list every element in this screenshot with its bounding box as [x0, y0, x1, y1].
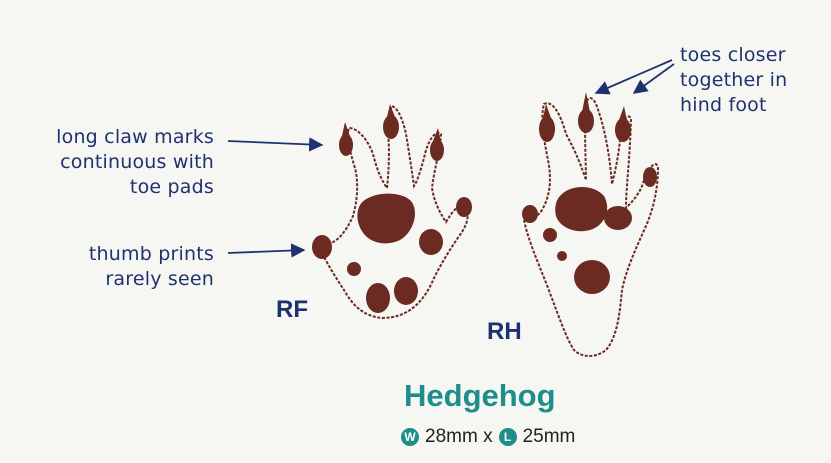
thumb-annotation-line-1: thumb prints	[28, 242, 214, 267]
hind-heel-pad	[574, 260, 610, 294]
front-pad-small	[347, 262, 361, 276]
hind-toe-1	[539, 116, 555, 142]
hind-claw-2	[582, 92, 590, 112]
claw-annotation-line-2: continuous with	[28, 150, 214, 175]
thumb-arrow	[228, 250, 304, 253]
length-value: 25mm	[523, 426, 576, 448]
claw-annotation: long claw marks continuous with toe pads	[28, 125, 214, 200]
hind-pad-small	[557, 251, 567, 261]
toes-annotation-line-3: hind foot	[680, 93, 787, 118]
hind-pad-right	[604, 206, 632, 230]
thumb-annotation-line-2: rarely seen	[28, 267, 214, 292]
toes-annotation-line-2: together in	[680, 68, 787, 93]
hind-toe-4	[643, 167, 657, 187]
front-pad-right	[419, 229, 443, 255]
front-foot-print	[312, 104, 472, 318]
front-thumb	[312, 235, 332, 259]
toes-annotation: toes closer together in hind foot	[680, 43, 787, 118]
track-dimensions: W 28mm x L 25mm	[401, 426, 575, 448]
front-main-pad	[357, 194, 415, 244]
front-toe-1	[339, 134, 353, 156]
width-badge-icon: W	[401, 428, 419, 446]
species-title: Hedgehog	[404, 378, 556, 414]
front-foot-label: RF	[276, 296, 308, 324]
hind-toe-2	[578, 109, 594, 133]
hind-toe-3	[615, 118, 631, 142]
toes-arrow-1	[596, 60, 672, 93]
front-heel-pad-2	[394, 277, 418, 305]
hind-pad-left	[543, 228, 557, 242]
claw-arrow	[228, 141, 322, 145]
hind-foot-label: RH	[487, 318, 522, 346]
claw-annotation-line-3: toe pads	[28, 175, 214, 200]
hind-main-pad	[555, 187, 607, 231]
claw-annotation-line-1: long claw marks	[28, 125, 214, 150]
front-toe-4	[456, 197, 472, 217]
front-heel-pad-1	[366, 283, 390, 313]
front-toe-3	[430, 139, 444, 161]
hind-claw-3	[619, 106, 627, 121]
front-claw-1	[342, 122, 350, 136]
length-badge-icon: L	[499, 428, 517, 446]
hind-toe-5	[522, 205, 538, 223]
thumb-annotation: thumb prints rarely seen	[28, 242, 214, 292]
width-value: 28mm x	[425, 426, 493, 448]
hind-claw-1	[543, 104, 551, 118]
front-toe-2	[383, 115, 399, 139]
toes-annotation-line-1: toes closer	[680, 43, 787, 68]
hind-foot-print	[522, 92, 658, 356]
